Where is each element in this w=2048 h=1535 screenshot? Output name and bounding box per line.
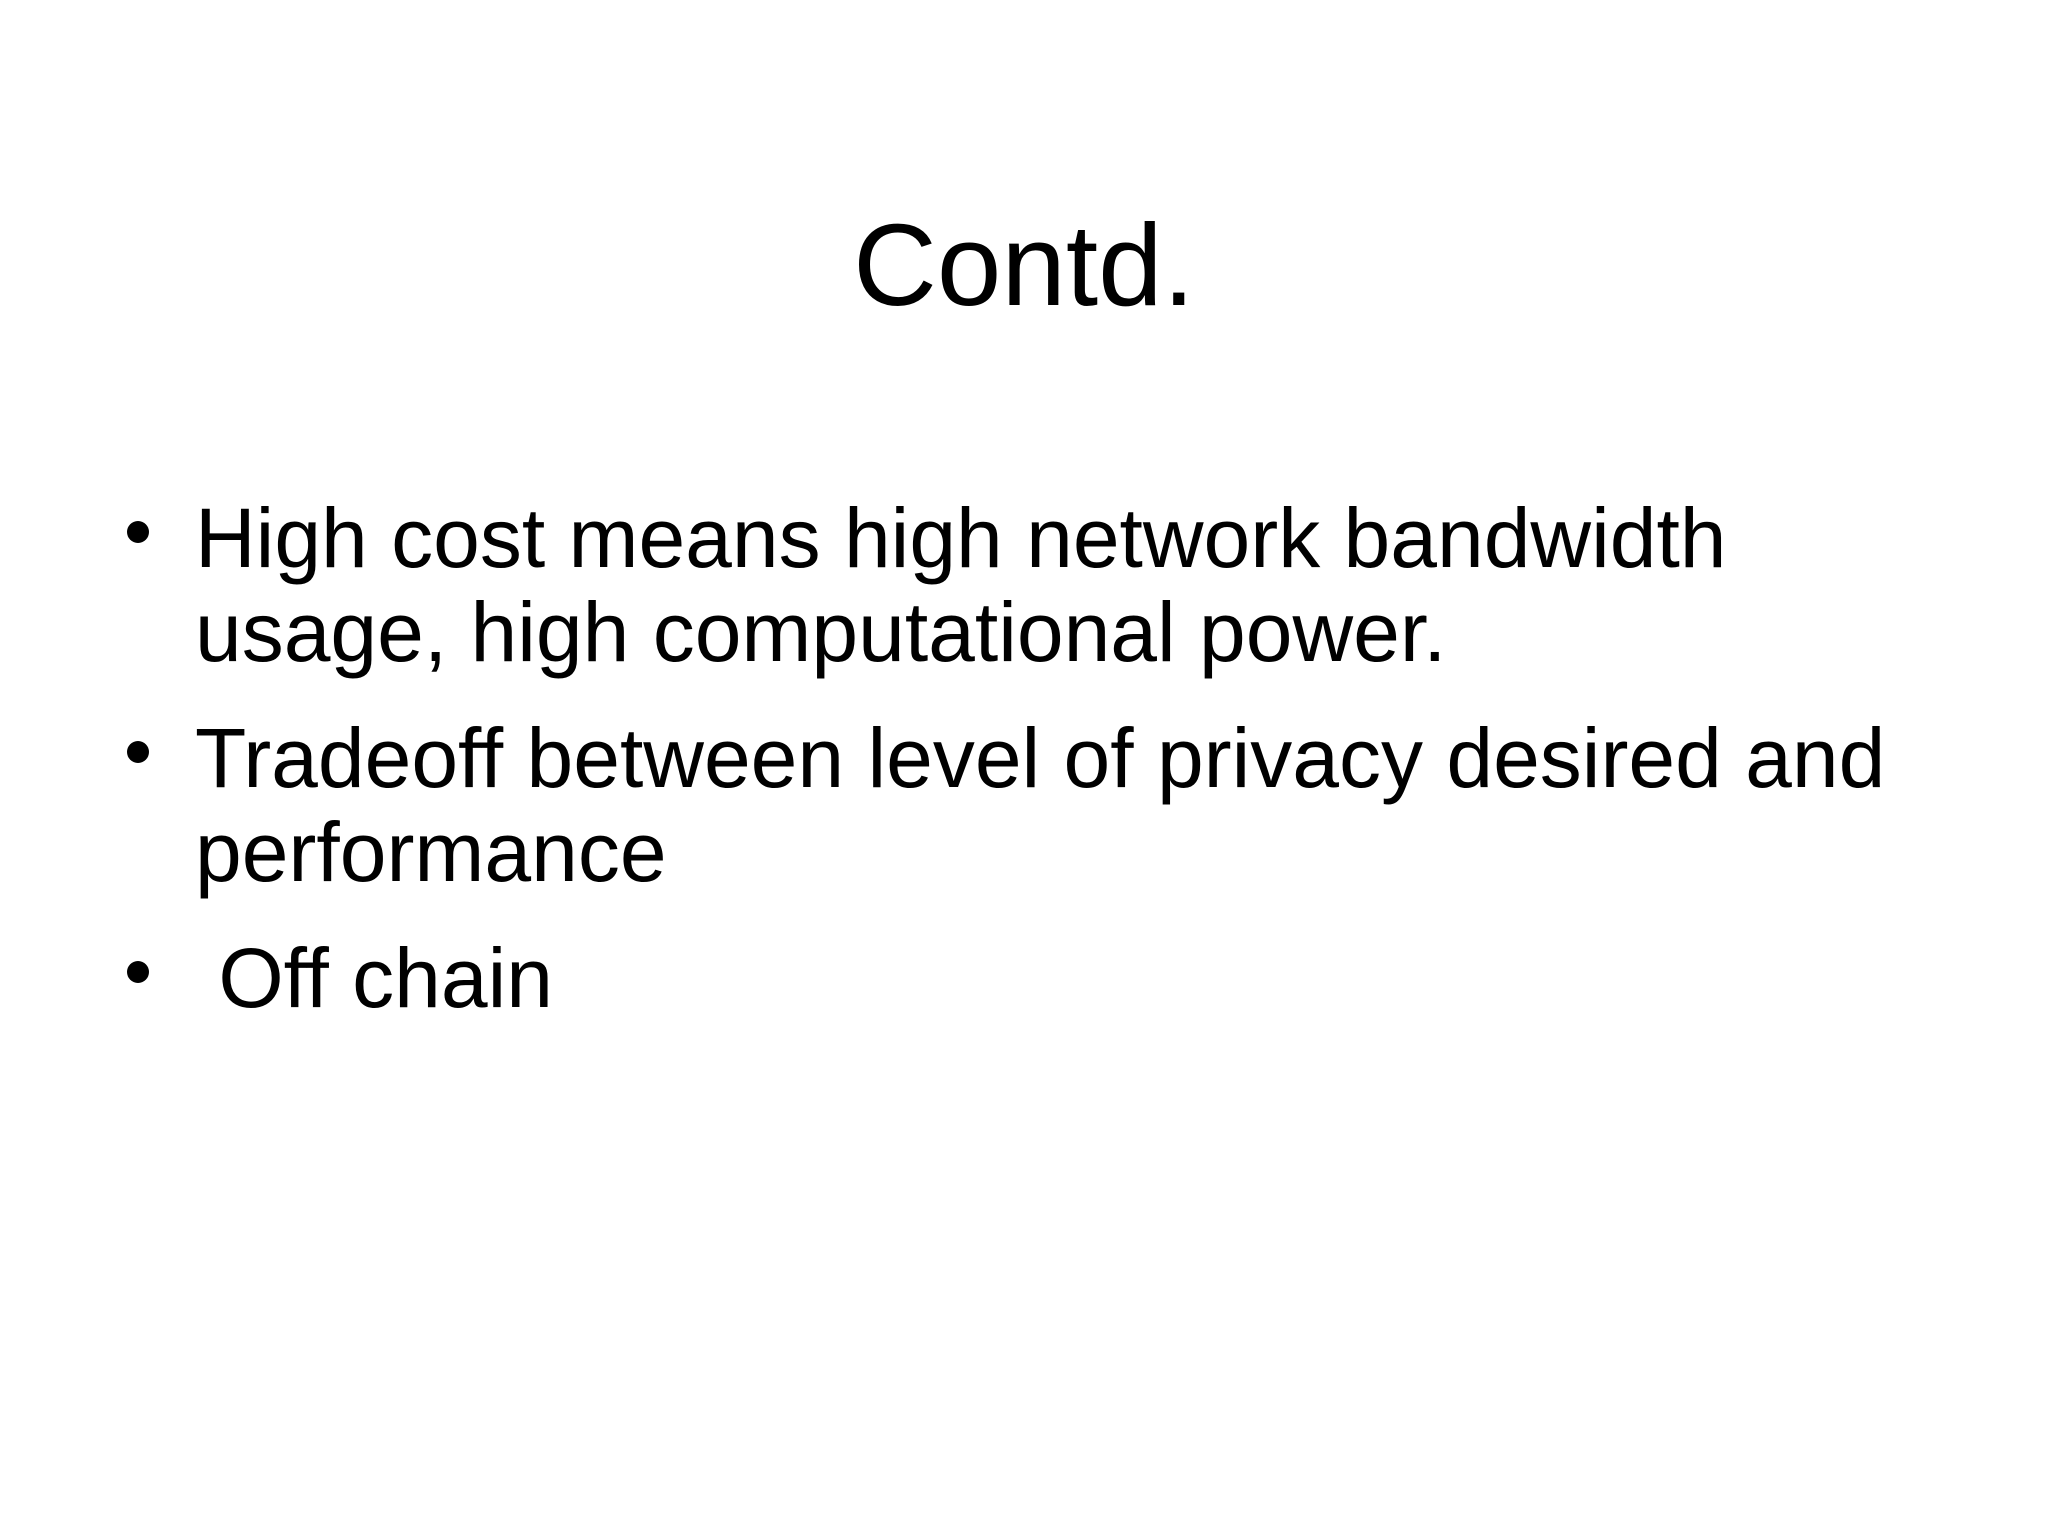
slide-title: Contd. [853,199,1195,330]
bullet-dot-icon [127,741,149,763]
bullet-item: High cost means high network bandwidth u… [127,491,1917,679]
bullet-text: Tradeoff between level of privacy desire… [195,711,1909,899]
bullet-item: Tradeoff between level of privacy desire… [127,711,1917,899]
bullet-dot-icon [127,961,149,983]
bullet-dot-icon [127,521,149,543]
bullet-list: High cost means high network bandwidth u… [127,491,1917,1057]
bullet-text: Off chain [195,931,553,1025]
bullet-item: Off chain [127,931,1917,1025]
bullet-text: High cost means high network bandwidth u… [195,491,1750,679]
